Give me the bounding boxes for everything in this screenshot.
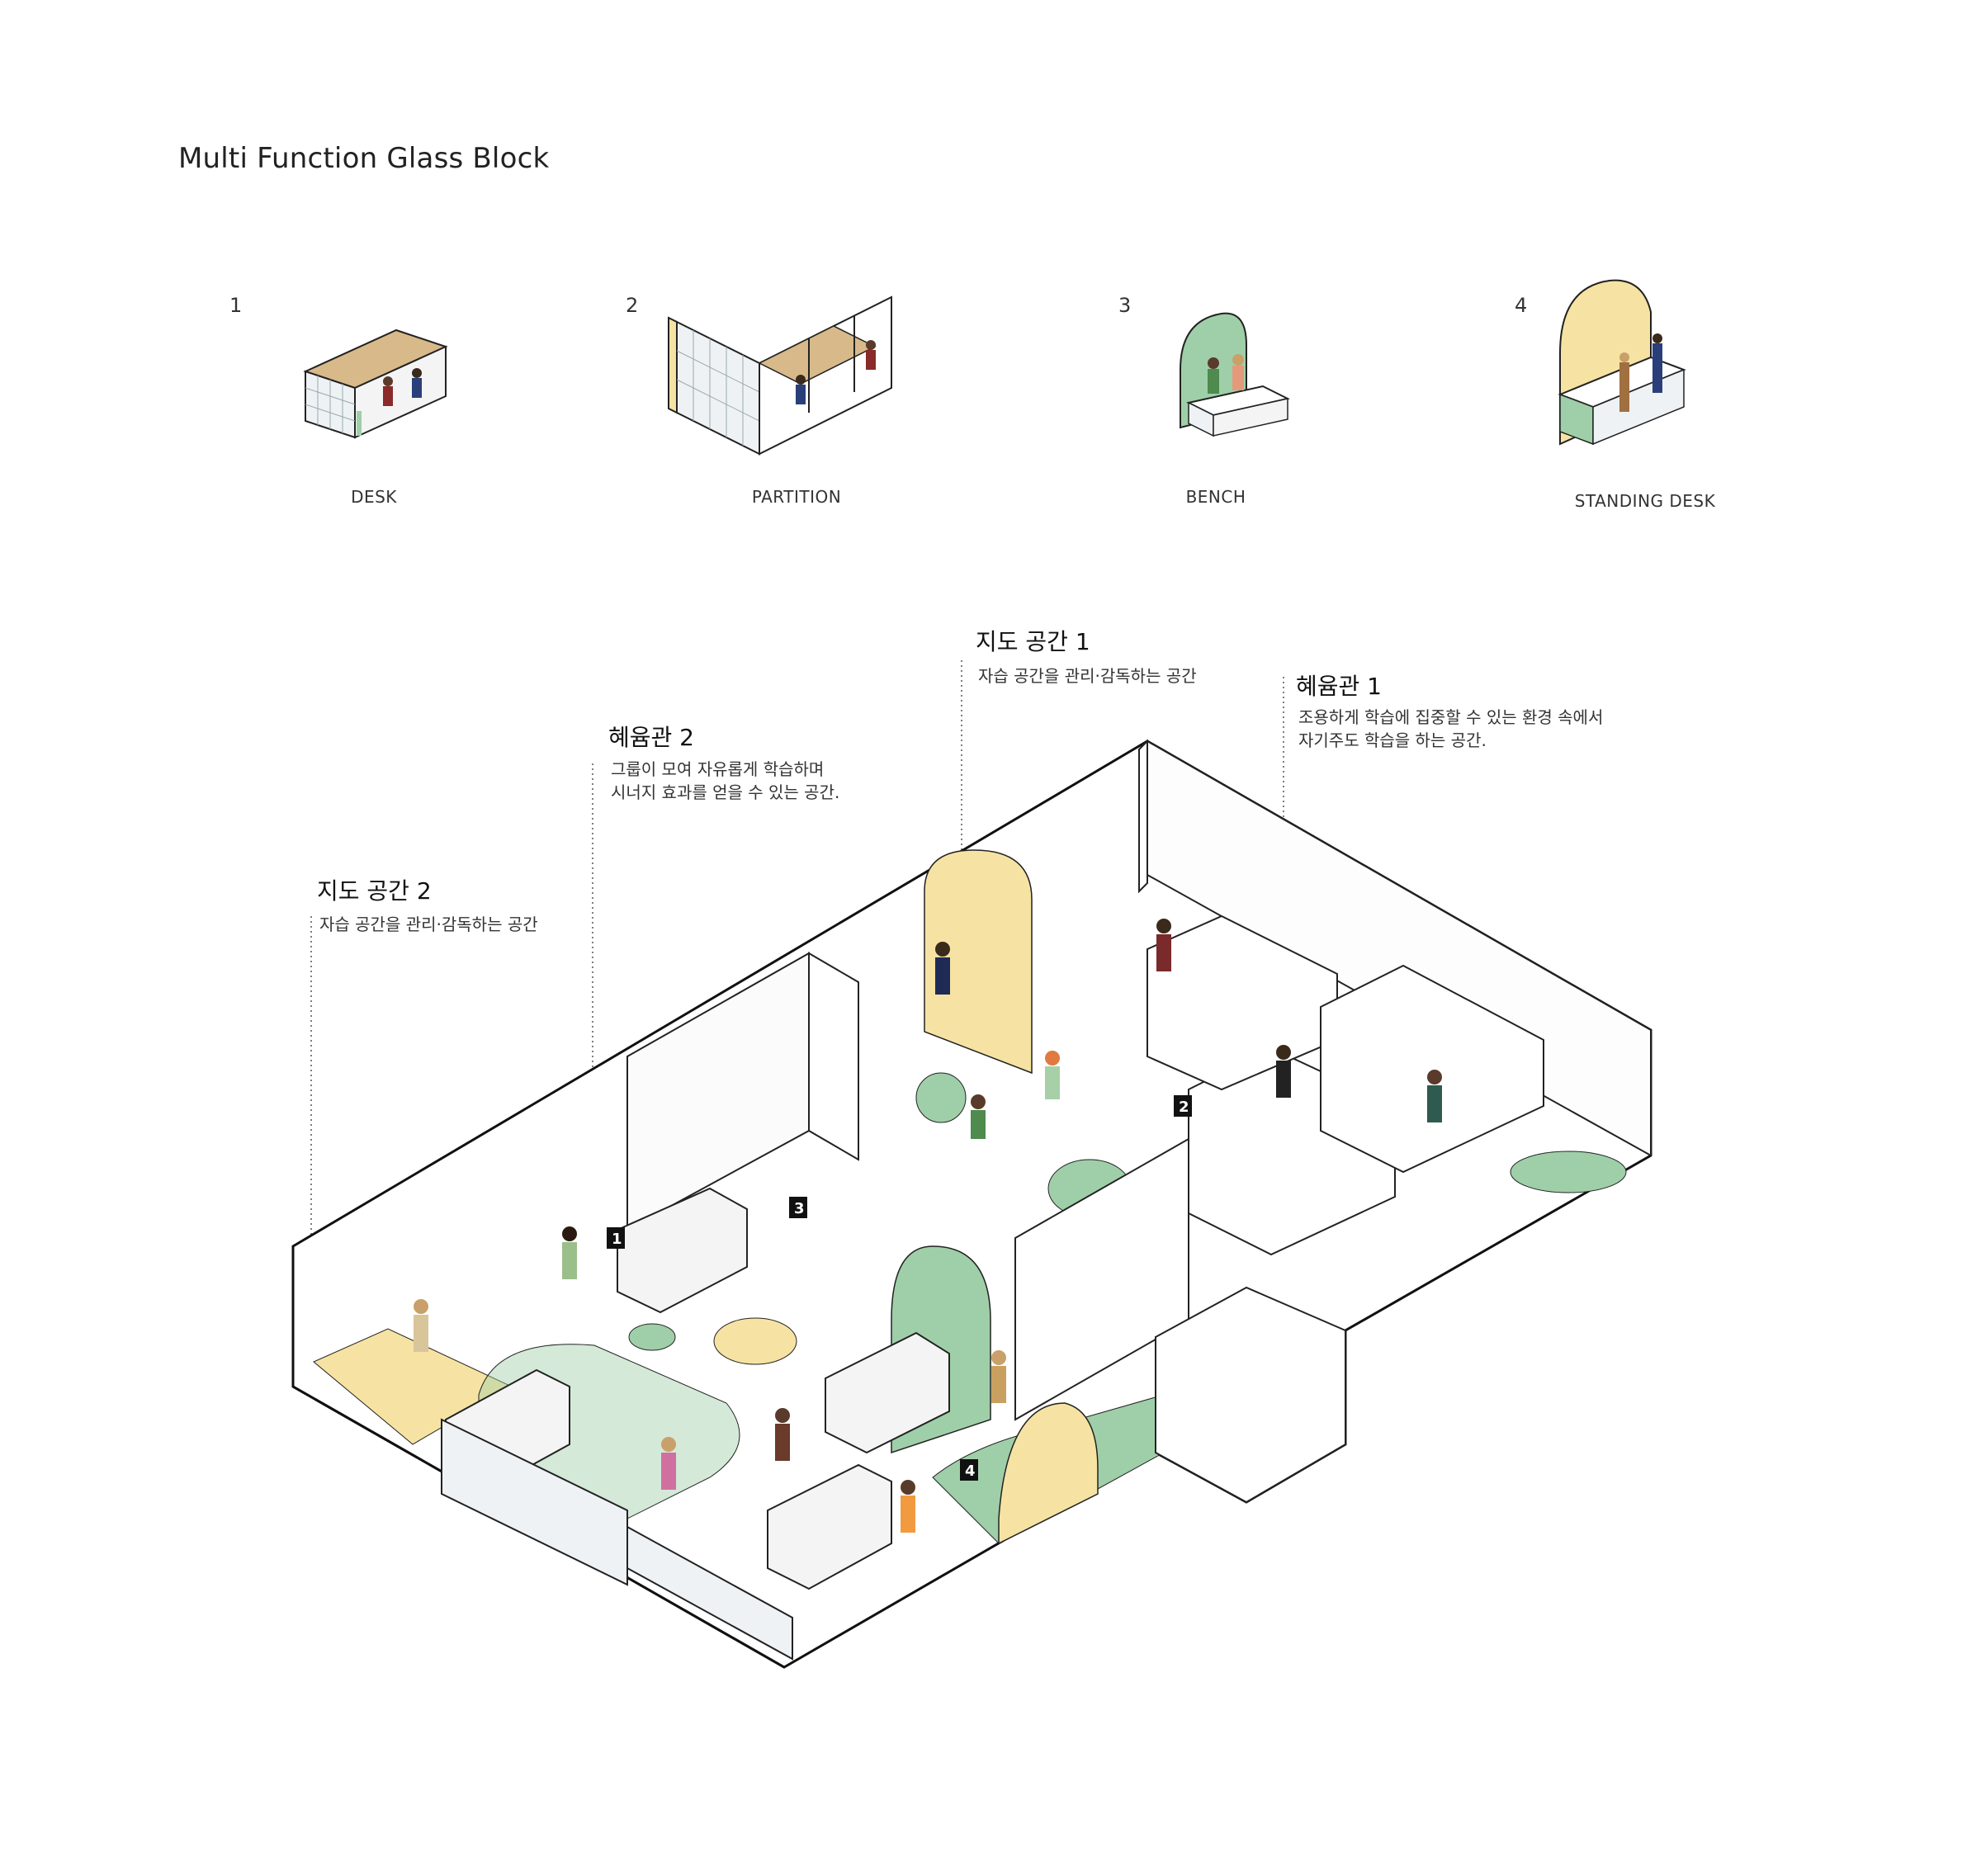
module-number-3: 3 xyxy=(1118,294,1132,317)
standing-desk-module-figure xyxy=(1558,279,1686,446)
desk-unit-1 xyxy=(617,1187,748,1314)
module-number-2: 2 xyxy=(626,294,639,317)
page-title: Multi Function Glass Block xyxy=(178,142,550,175)
person-icon xyxy=(414,1299,428,1352)
zone-desc-hall-2: 그룹이 모여 자유롭게 학습하며 시너지 효과를 얻을 수 있는 공간. xyxy=(611,759,840,802)
zone-desc-guidance-2: 자습 공간을 관리·감독하는 공간 xyxy=(319,914,538,934)
zone-desc-hall-1: 조용하게 학습에 집중할 수 있는 환경 속에서 자기주도 학습을 하는 공간. xyxy=(1298,707,1604,750)
person-icon xyxy=(796,340,876,404)
person-icon xyxy=(901,1480,915,1533)
person-icon xyxy=(1619,333,1662,412)
people xyxy=(414,919,1442,1533)
module-label-partition: PARTITION xyxy=(751,487,842,507)
glass-block-wall-front xyxy=(626,1525,793,1661)
zone-title-hall-1: 혜윰관 1 xyxy=(1296,673,1382,700)
glass-block-wall-left xyxy=(441,1418,628,1586)
partition-module-figure xyxy=(668,295,892,456)
person-icon xyxy=(1208,354,1244,394)
marker-3: 3 xyxy=(789,1197,807,1218)
module-label-desk: DESK xyxy=(351,487,397,507)
person-icon xyxy=(1427,1070,1442,1122)
marker-2: 2 xyxy=(1174,1095,1192,1117)
desk-unit-front xyxy=(767,1463,892,1590)
zone-desc-guidance-1: 자습 공간을 관리·감독하는 공간 xyxy=(978,666,1197,686)
svg-text:3: 3 xyxy=(794,1200,805,1217)
person-icon xyxy=(991,1350,1006,1403)
module-number-4: 4 xyxy=(1515,294,1528,317)
person-icon xyxy=(562,1226,577,1279)
module-number-1: 1 xyxy=(229,294,243,317)
person-icon xyxy=(935,942,950,995)
person-icon xyxy=(775,1408,790,1461)
marker-4: 4 xyxy=(960,1459,978,1481)
person-icon xyxy=(1276,1045,1291,1098)
zone-title-guidance-2: 지도 공간 2 xyxy=(317,877,432,905)
glass-block-furniture xyxy=(441,914,1544,1661)
zone-title-guidance-1: 지도 공간 1 xyxy=(976,628,1090,655)
zone-title-hall-2: 혜윰관 2 xyxy=(608,724,694,751)
partition-row-2 xyxy=(1320,964,1544,1174)
marker-1: 1 xyxy=(607,1227,625,1249)
bench-module-figure xyxy=(1180,312,1290,437)
person-icon xyxy=(661,1437,676,1490)
module-label-standing-desk: STANDING DESK xyxy=(1574,491,1716,511)
svg-text:2: 2 xyxy=(1179,1099,1189,1116)
person-icon xyxy=(1045,1051,1060,1099)
svg-text:1: 1 xyxy=(612,1231,622,1248)
svg-text:4: 4 xyxy=(965,1463,976,1480)
module-label-bench: BENCH xyxy=(1185,487,1246,507)
person-icon xyxy=(971,1094,986,1139)
person-icon xyxy=(383,368,422,406)
desk-unit-center xyxy=(825,1331,950,1454)
person-icon xyxy=(1156,919,1171,971)
desk-module-figure xyxy=(303,328,448,439)
